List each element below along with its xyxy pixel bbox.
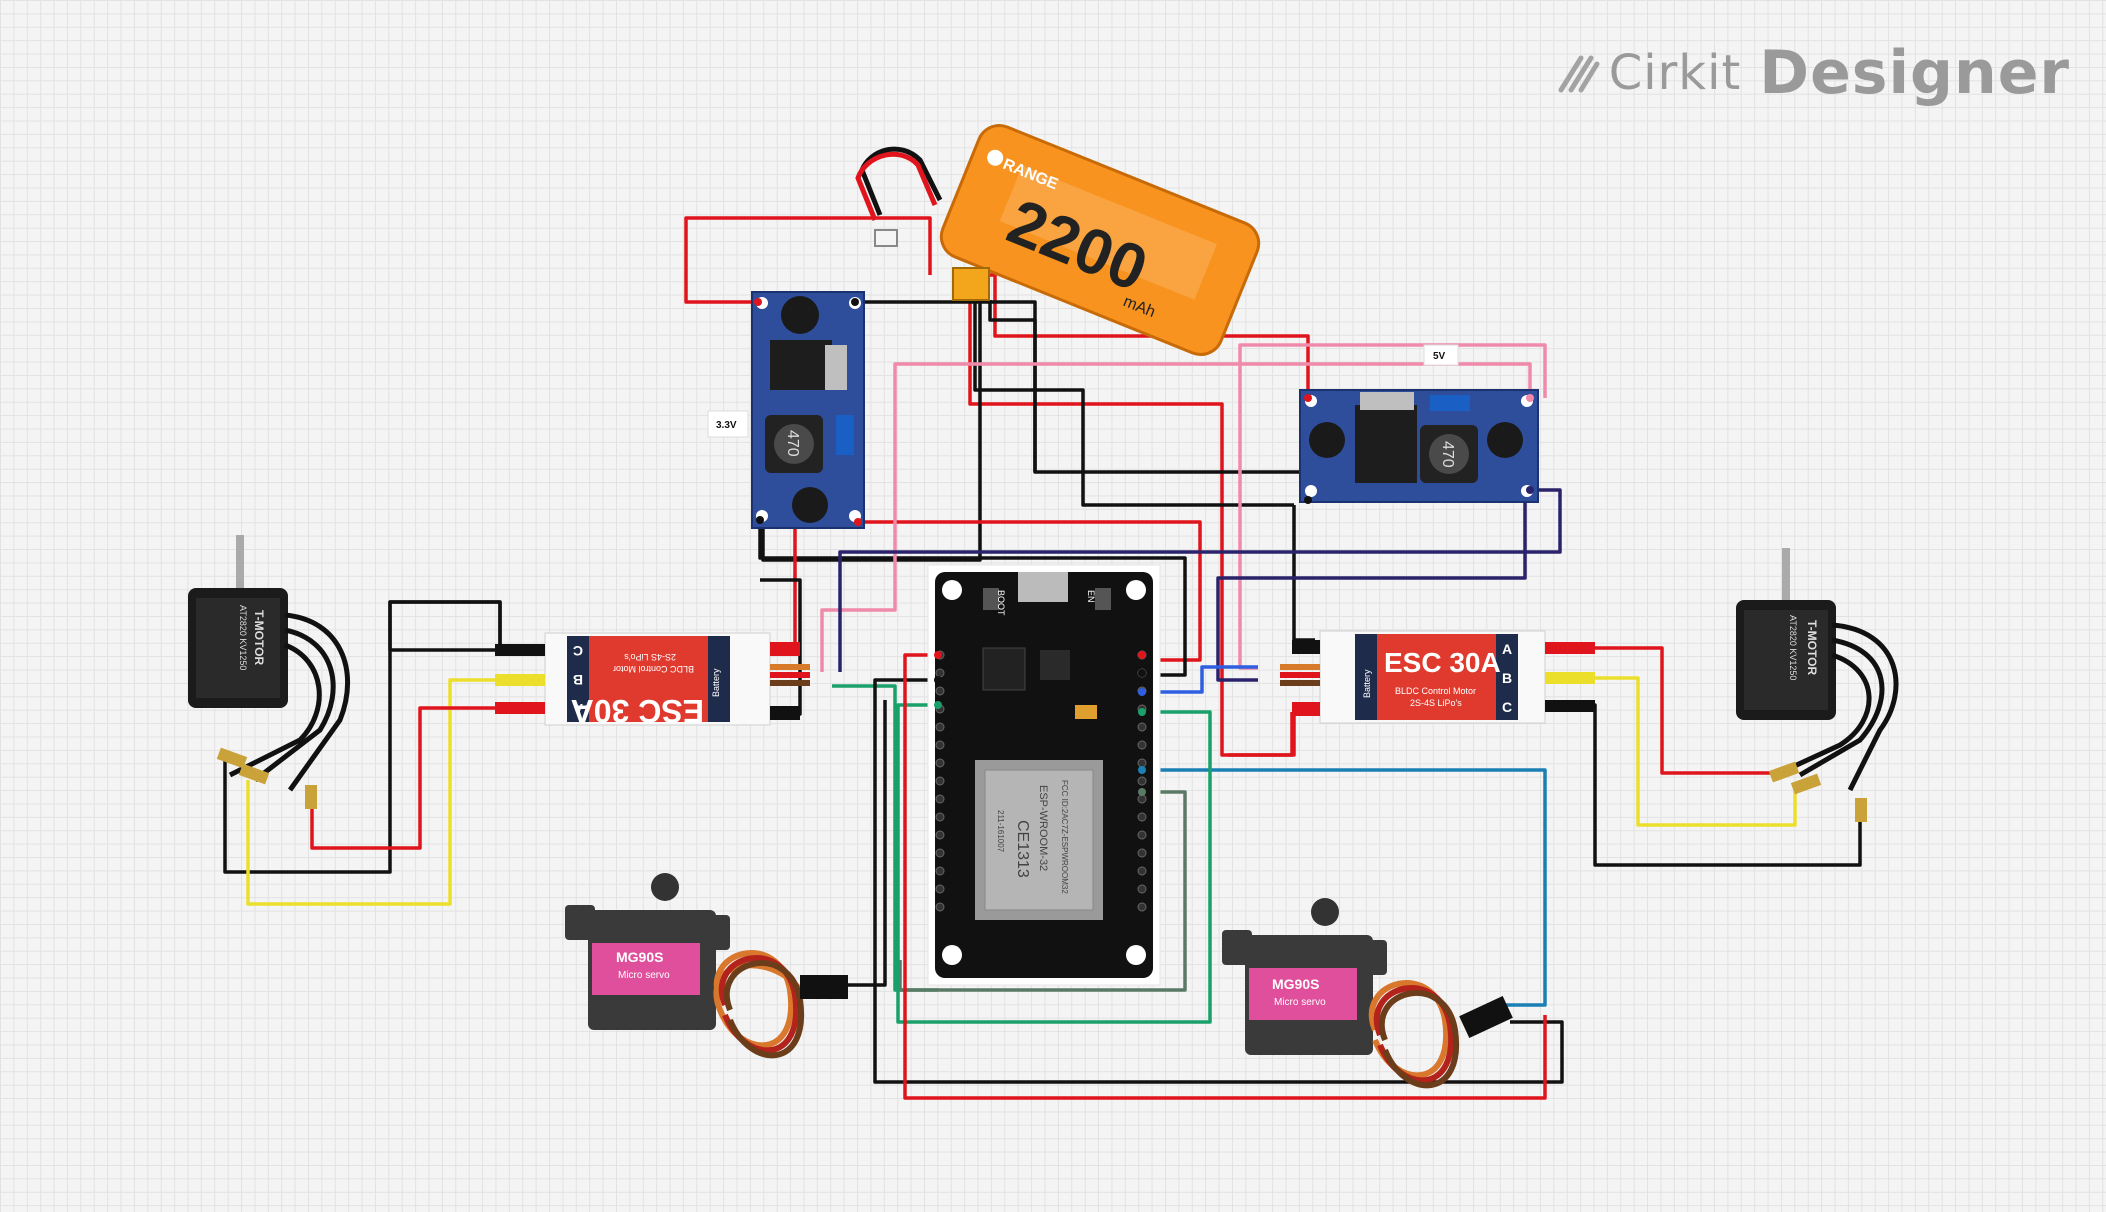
servo-left-sub: Micro servo bbox=[618, 970, 670, 981]
wire-teal[interactable] bbox=[1142, 768, 1547, 1007]
buck-label-5v-box: 5V bbox=[1423, 344, 1459, 366]
esp32-fcc: FCC ID:2AC7Z-ESPWROOM32 bbox=[1060, 780, 1069, 894]
wire-red[interactable] bbox=[1560, 646, 1790, 775]
en-button[interactable] bbox=[1095, 588, 1111, 610]
esc-left-b: B bbox=[573, 672, 583, 688]
cirkit-logo-icon bbox=[1558, 55, 1600, 93]
wire-red[interactable] bbox=[1228, 710, 1296, 757]
wire-red[interactable] bbox=[903, 653, 1547, 1100]
motor-right-model: AT2820 KV1250 bbox=[1788, 615, 1798, 680]
wire-blue[interactable] bbox=[1142, 665, 1258, 694]
esc-right-sub1: BLDC Control Motor bbox=[1395, 686, 1476, 696]
esc-left-c: C bbox=[573, 643, 583, 659]
inductor-label-5v: 470 bbox=[1439, 441, 1456, 468]
buck-converter-3v3[interactable]: 470 bbox=[751, 291, 865, 529]
buck-label-3v3: 3.3V bbox=[716, 420, 737, 431]
boot-button[interactable] bbox=[983, 588, 999, 610]
wire-black[interactable] bbox=[988, 300, 1037, 472]
esp32-devkit[interactable]: BOOT EN ESP-WROOM-32 FCC ID:2AC7Z-ESPWRO… bbox=[927, 564, 1161, 986]
wire-red[interactable] bbox=[780, 520, 858, 652]
inductor-label: 470 bbox=[784, 430, 801, 457]
esc-left-sub2: 2S-4S LiPo's bbox=[624, 652, 676, 662]
wire-black[interactable] bbox=[761, 290, 982, 562]
esc-right-sub2: 2S-4S LiPo's bbox=[1410, 698, 1462, 708]
brand-name-part1: Cirkit bbox=[1608, 45, 1742, 101]
wire-red[interactable] bbox=[684, 216, 932, 304]
servo-right-model: MG90S bbox=[1272, 976, 1319, 992]
boot-label: BOOT bbox=[996, 590, 1006, 616]
wire-pink[interactable] bbox=[820, 362, 1532, 672]
esc-right-battery: Battery bbox=[1362, 669, 1372, 698]
lipo-battery[interactable]: 2200 mAh RANGE bbox=[855, 119, 1265, 361]
esc-right-a: A bbox=[1502, 641, 1512, 657]
esc-right[interactable]: ESC 30A BLDC Control Motor 2S-4S LiPo's … bbox=[1280, 630, 1595, 724]
buck-label-3v3-box: 3.3V bbox=[707, 410, 749, 438]
esc-right-c: C bbox=[1502, 699, 1512, 715]
brand-name-part2: Designer bbox=[1759, 38, 2070, 108]
wire-black[interactable] bbox=[1292, 505, 1315, 642]
servo-right-sub: Micro servo bbox=[1274, 997, 1326, 1008]
esc-left-title: ESC 30A bbox=[571, 693, 704, 729]
en-label: EN bbox=[1086, 590, 1096, 603]
wire-black[interactable] bbox=[223, 600, 502, 874]
battery-logo-icon bbox=[987, 149, 1004, 166]
esp32-module-name: ESP-WROOM-32 bbox=[1037, 785, 1049, 871]
wire-black[interactable] bbox=[388, 600, 545, 652]
bldc-motor-left[interactable]: T-MOTOR AT2820 KV1250 bbox=[188, 535, 351, 809]
bldc-motor-right[interactable]: T-MOTOR AT2820 KV1250 bbox=[1736, 548, 1899, 822]
wire-red[interactable] bbox=[310, 706, 545, 850]
wire-yellow[interactable] bbox=[1560, 676, 1797, 827]
servo-right[interactable]: MG90S Micro servo bbox=[1222, 898, 1513, 1089]
wire-navy[interactable] bbox=[1216, 495, 1527, 682]
cirkit-designer-logo: Cirkit Designer bbox=[1555, 38, 2070, 108]
xt60-connector[interactable] bbox=[952, 267, 990, 301]
wire-black[interactable] bbox=[848, 700, 887, 987]
esc-left-sub1: BLDC Control Motor bbox=[613, 664, 694, 674]
wire-black[interactable] bbox=[873, 678, 1564, 1084]
esc-left-battery: Battery bbox=[711, 668, 721, 697]
esp32-ce: CE1313 bbox=[1014, 820, 1031, 878]
connection-dots bbox=[754, 298, 1534, 796]
esc-right-title: ESC 30A bbox=[1384, 647, 1501, 678]
wire-black[interactable] bbox=[758, 520, 1187, 677]
servo-left[interactable]: MG90S Micro servo bbox=[565, 873, 848, 1059]
buck-converter-5v[interactable]: 470 bbox=[1299, 389, 1539, 503]
motor-right-brand: T-MOTOR bbox=[1805, 620, 1819, 675]
buck-label-5v: 5V bbox=[1433, 351, 1446, 362]
esc-left-a: A bbox=[573, 701, 583, 717]
esc-right-b: B bbox=[1502, 670, 1512, 686]
motor-left-model: AT2820 KV1250 bbox=[238, 605, 248, 670]
wire-grey[interactable] bbox=[898, 790, 1187, 992]
servo-left-model: MG90S bbox=[616, 949, 663, 965]
esc-left[interactable]: ESC 30A BLDC Control Motor 2S-4S LiPo's … bbox=[495, 632, 810, 729]
wire-red[interactable] bbox=[858, 520, 1202, 662]
wire-black[interactable] bbox=[973, 280, 1294, 507]
wire-yellow[interactable] bbox=[246, 678, 545, 906]
wire-navy[interactable] bbox=[838, 488, 1562, 672]
esp32-rlabel: 211-161007 bbox=[996, 810, 1005, 853]
motor-left-brand: T-MOTOR bbox=[252, 610, 266, 665]
